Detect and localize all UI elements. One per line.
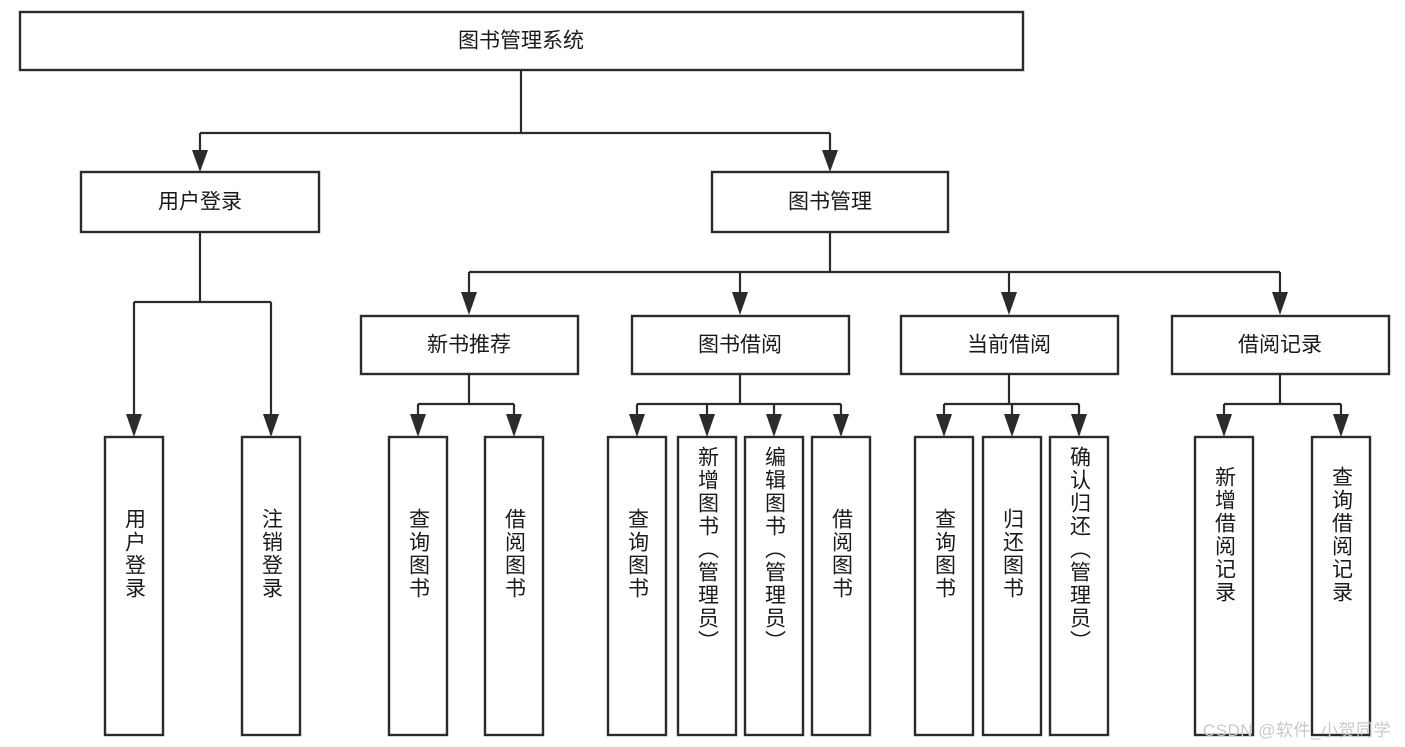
arrowhead-leaf-return-book bbox=[1004, 414, 1020, 437]
arrowhead-book-borrow bbox=[732, 292, 748, 315]
node-user-login-label: 用户登录 bbox=[158, 191, 242, 214]
node-leaf-borrow-book-2-label: 借阅图书 bbox=[830, 508, 854, 600]
node-leaf-add-record-label: 新增借阅记录 bbox=[1213, 466, 1237, 604]
node-root-label: 图书管理系统 bbox=[458, 30, 584, 53]
node-current-borrow-label: 当前借阅 bbox=[967, 334, 1051, 357]
node-new-book-recommend[interactable]: 新书推荐 bbox=[359, 314, 580, 376]
node-leaf-query-record-rect[interactable] bbox=[1310, 435, 1372, 737]
node-leaf-borrow-book-2[interactable]: 借阅图书 bbox=[810, 435, 872, 737]
node-leaf-edit-book-label: 编辑图书（管理员） bbox=[763, 446, 787, 653]
node-leaf-borrow-book-1-rect[interactable] bbox=[483, 435, 545, 737]
arrowhead-leaf-logout-login bbox=[263, 414, 279, 437]
arrowhead-leaf-add-record bbox=[1216, 414, 1232, 437]
node-leaf-confirm-return-label: 确认归还（管理员） bbox=[1068, 446, 1092, 653]
node-leaf-user-login-label: 用户登录 bbox=[123, 508, 147, 600]
node-leaf-query-book-3-label: 查询图书 bbox=[933, 508, 957, 600]
node-book-borrow[interactable]: 图书借阅 bbox=[630, 314, 851, 376]
node-user-login-rect[interactable] bbox=[79, 170, 321, 234]
node-leaf-query-book-2[interactable]: 查询图书 bbox=[606, 435, 668, 737]
node-leaf-borrow-book-1[interactable]: 借阅图书 bbox=[483, 435, 545, 737]
node-leaf-logout-login-rect[interactable] bbox=[240, 435, 302, 737]
node-leaf-confirm-return[interactable]: 确认归还（管理员） bbox=[1048, 435, 1110, 737]
node-leaf-borrow-book-1-label: 借阅图书 bbox=[503, 508, 527, 600]
node-leaf-return-book-rect[interactable] bbox=[981, 435, 1043, 737]
link-bookborrow-bus bbox=[635, 375, 843, 422]
node-book-borrow-rect[interactable] bbox=[630, 314, 851, 376]
node-book-management-label: 图书管理 bbox=[788, 191, 872, 214]
arrowhead-current-borrow bbox=[1001, 292, 1017, 315]
link-bookmgmt-bus bbox=[467, 233, 1282, 300]
node-current-borrow-rect[interactable] bbox=[899, 314, 1120, 376]
arrowhead-leaf-edit-book bbox=[766, 414, 782, 437]
node-leaf-query-book-3-rect[interactable] bbox=[913, 435, 975, 737]
node-leaf-return-book[interactable]: 归还图书 bbox=[981, 435, 1043, 737]
link-userlogin-bus bbox=[132, 233, 273, 422]
link-currentborrow-bus bbox=[942, 375, 1081, 422]
node-leaf-add-record[interactable]: 新增借阅记录 bbox=[1193, 435, 1255, 737]
arrowhead-user-login bbox=[192, 150, 208, 172]
csdn-watermark: CSDN @软件_小贺同学 bbox=[1202, 721, 1391, 740]
arrowhead-leaf-add-book bbox=[699, 414, 715, 437]
node-leaf-add-book-label: 新增图书（管理员） bbox=[696, 446, 720, 653]
node-book-management-system[interactable]: 图书管理系统 bbox=[18, 10, 1025, 72]
arrowhead-leaf-confirm-return bbox=[1071, 414, 1087, 437]
node-leaf-logout-login-label: 注销登录 bbox=[260, 508, 284, 600]
node-leaf-query-book-1-label: 查询图书 bbox=[407, 508, 431, 600]
arrowhead-leaf-borrow-book-2 bbox=[833, 414, 849, 437]
node-leaf-user-login[interactable]: 用户登录 bbox=[103, 435, 165, 737]
arrowhead-new-book-recommend bbox=[461, 292, 477, 315]
arrowhead-borrow-record bbox=[1272, 292, 1288, 315]
node-leaf-query-record[interactable]: 查询借阅记录 bbox=[1310, 435, 1372, 737]
node-borrow-record-rect[interactable] bbox=[1170, 314, 1391, 376]
arrowhead-book-management bbox=[822, 150, 838, 172]
arrowhead-leaf-query-book-3 bbox=[936, 414, 952, 437]
node-book-management-rect[interactable] bbox=[710, 170, 950, 234]
connector-layer bbox=[126, 71, 1349, 437]
node-leaf-query-record-label: 查询借阅记录 bbox=[1330, 466, 1354, 604]
node-leaf-edit-book-rect[interactable] bbox=[743, 435, 805, 737]
arrowhead-leaf-query-record bbox=[1333, 414, 1349, 437]
node-leaf-borrow-book-2-rect[interactable] bbox=[810, 435, 872, 737]
node-borrow-record-label: 借阅记录 bbox=[1238, 334, 1322, 357]
node-book-borrow-label: 图书借阅 bbox=[698, 334, 782, 357]
node-leaf-query-book-1-rect[interactable] bbox=[387, 435, 449, 737]
node-leaf-add-book[interactable]: 新增图书（管理员） bbox=[676, 435, 738, 737]
link-borrowrecord-bus bbox=[1222, 375, 1343, 422]
node-borrow-record[interactable]: 借阅记录 bbox=[1170, 314, 1391, 376]
node-current-borrow[interactable]: 当前借阅 bbox=[899, 314, 1120, 376]
node-root-rect[interactable] bbox=[18, 10, 1025, 72]
node-user-login[interactable]: 用户登录 bbox=[79, 170, 321, 234]
node-leaf-query-book-3[interactable]: 查询图书 bbox=[913, 435, 975, 737]
node-new-book-recommend-rect[interactable] bbox=[359, 314, 580, 376]
node-leaf-query-book-1[interactable]: 查询图书 bbox=[387, 435, 449, 737]
node-leaf-add-book-rect[interactable] bbox=[676, 435, 738, 737]
node-leaf-query-book-2-label: 查询图书 bbox=[626, 508, 650, 600]
node-leaf-user-login-rect[interactable] bbox=[103, 435, 165, 737]
link-newbook-bus bbox=[416, 375, 516, 422]
node-book-management[interactable]: 图书管理 bbox=[710, 170, 950, 234]
node-leaf-logout-login[interactable]: 注销登录 bbox=[240, 435, 302, 737]
node-leaf-add-record-rect[interactable] bbox=[1193, 435, 1255, 737]
arrowhead-leaf-query-book-1 bbox=[410, 414, 426, 437]
node-leaf-edit-book[interactable]: 编辑图书（管理员） bbox=[743, 435, 805, 737]
arrowhead-leaf-user-login bbox=[126, 414, 142, 437]
node-leaf-query-book-2-rect[interactable] bbox=[606, 435, 668, 737]
node-leaf-confirm-return-rect[interactable] bbox=[1048, 435, 1110, 737]
node-leaf-return-book-label: 归还图书 bbox=[1001, 508, 1025, 600]
arrowhead-leaf-borrow-book-1 bbox=[506, 414, 522, 437]
node-new-book-recommend-label: 新书推荐 bbox=[427, 334, 511, 357]
link-root-bus bbox=[198, 71, 832, 158]
arrowhead-leaf-query-book-2 bbox=[629, 414, 645, 437]
